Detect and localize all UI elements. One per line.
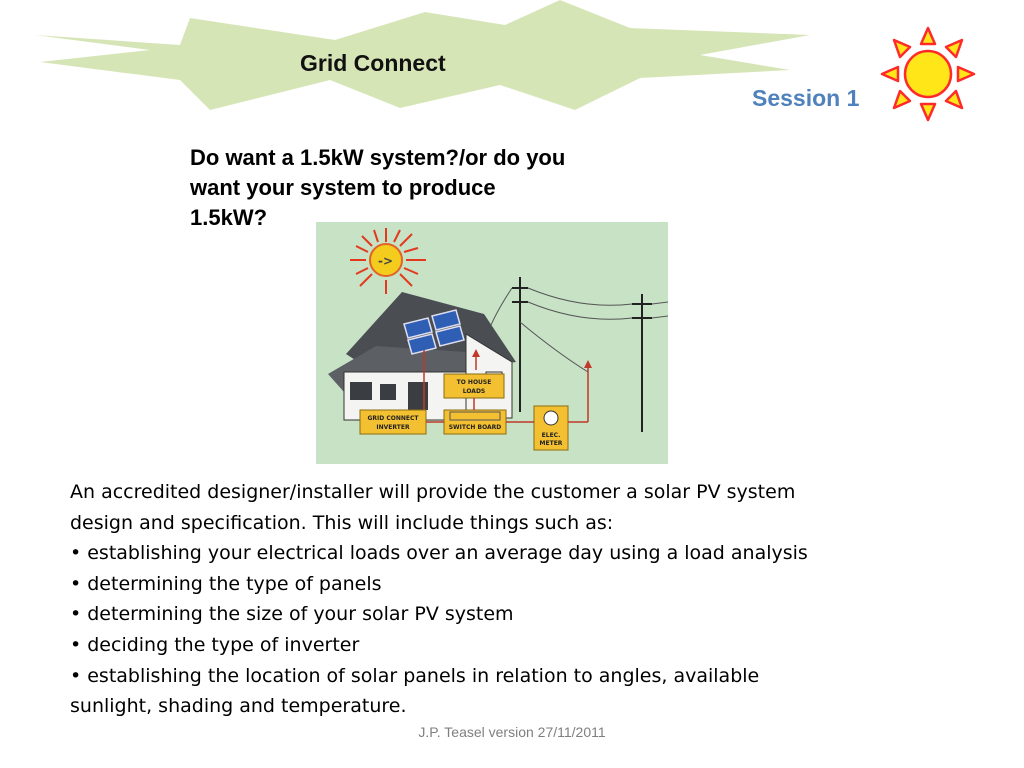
paragraph-line: design and specification. This will incl… [70,511,614,534]
footer-version: J.P. Teasel version 27/11/2011 [418,724,606,740]
question-heading: Do want a 1.5kW system?/or do you want y… [190,143,710,233]
paragraph-line: An accredited designer/installer will pr… [70,481,796,503]
bullet-item: • determining the size of your solar PV … [70,603,514,626]
grid-connect-diagram: -> TO HOUSE LO [316,222,668,464]
session-label: Session 1 [752,85,860,111]
meter-label: METER [540,440,563,447]
inverter-label: GRID CONNECT [368,415,420,422]
bullet-item: • establishing the location of solar pan… [70,664,760,687]
diagram-sun-icon [350,228,426,294]
svg-text:->: -> [378,254,393,268]
bullet-continuation: sunlight, shading and temperature. [70,695,407,718]
house-loads-label: TO HOUSE [457,379,492,386]
banner-burst-shape [35,0,810,110]
question-line: want your system to produce [190,175,496,200]
slide-title: Grid Connect [300,50,446,76]
inverter-label: INVERTER [376,424,410,431]
body-text: An accredited designer/installer will pr… [70,477,950,722]
sun-icon [880,26,976,122]
meter-label: ELEC. [542,432,561,439]
bullet-item: • determining the type of panels [70,572,382,595]
bullet-item: • deciding the type of inverter [70,633,360,656]
question-line: Do want a 1.5kW system?/or do you [190,145,566,170]
house-loads-label: LOADS [463,388,486,395]
question-line: 1.5kW? [190,205,268,230]
switch-board-label: SWITCH BOARD [449,424,502,431]
bullet-item: • establishing your electrical loads ove… [70,542,808,565]
